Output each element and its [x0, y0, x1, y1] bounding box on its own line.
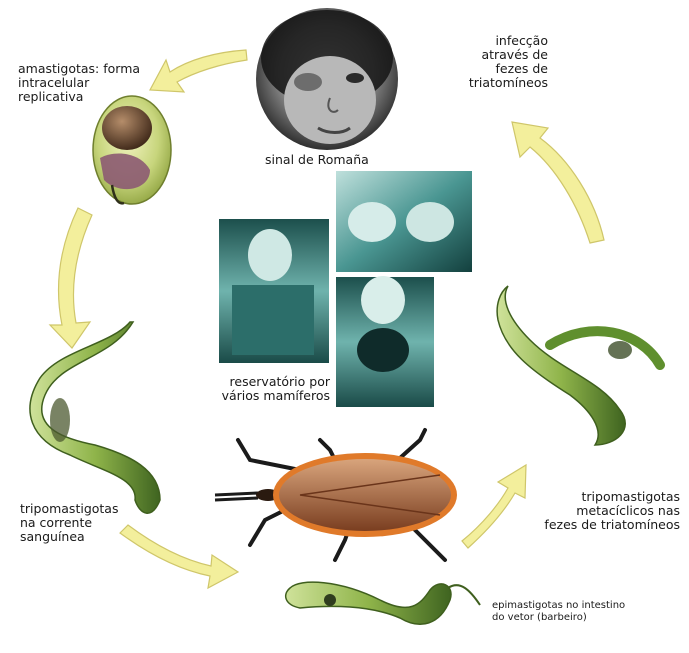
- reservoir-photos: [219, 171, 472, 407]
- amastigote-cell: [93, 96, 171, 204]
- label-sinal-romana: sinal de Romaña: [265, 153, 369, 167]
- label-reservatorio: reservatório por vários mamíferos: [180, 375, 330, 403]
- triatomine-bug: [215, 430, 457, 560]
- epimastigote: [286, 582, 480, 624]
- label-tripomastigotas-metaciclicos: tripomastigotas metacíclicos nas fezes d…: [500, 490, 680, 532]
- trypomastigote-right: [497, 286, 660, 445]
- arrow-bottom-left: [120, 525, 238, 588]
- label-amastigotas: amastigotas: forma intracelular replicat…: [18, 62, 140, 104]
- label-infeccao: infecção através de fezes de triatomíneo…: [438, 34, 548, 90]
- arrow-left-down: [50, 208, 92, 348]
- trypomastigote-left: [30, 322, 160, 513]
- arrow-top-left: [150, 50, 247, 92]
- label-tripomastigotas-corrente: tripomastigotas na corrente sanguínea: [20, 502, 118, 544]
- arrow-right-up: [512, 122, 604, 243]
- romana-sign-photo: [256, 8, 398, 150]
- label-epimastigotas: epimastigotas no intestino do vetor (bar…: [492, 600, 625, 624]
